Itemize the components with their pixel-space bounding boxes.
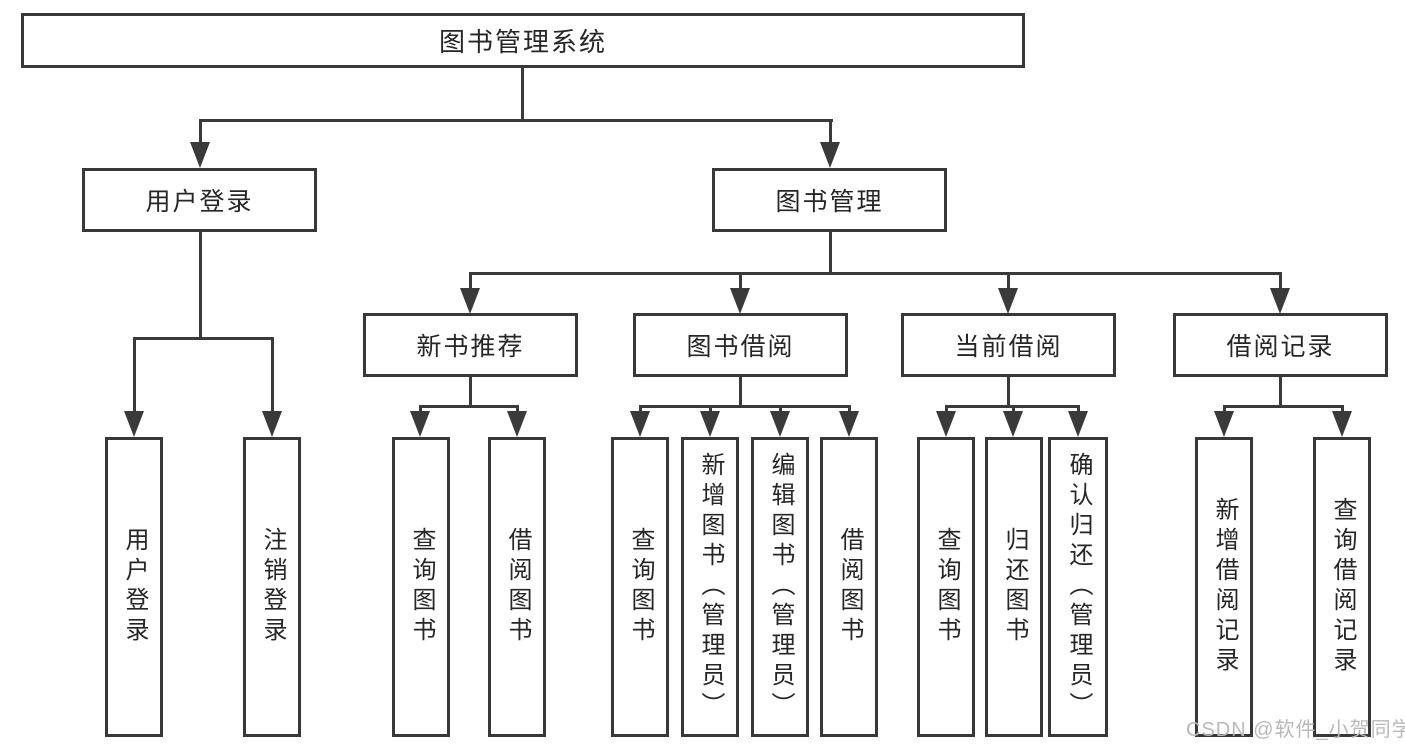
connector-line	[1279, 272, 1282, 290]
connector-line	[419, 405, 519, 408]
connector-line	[739, 377, 742, 405]
arrow-down-icon	[460, 288, 480, 314]
leaf-label: 查询借阅记录	[1329, 497, 1356, 677]
connector-line	[133, 337, 136, 413]
connector-line	[1223, 405, 1226, 415]
connector-line	[199, 232, 202, 337]
connector-line	[945, 405, 948, 415]
watermark: CSDN @软件_小贺同学	[1186, 719, 1405, 741]
connector-line	[829, 232, 832, 272]
arrow-down-icon	[770, 411, 790, 437]
connector-line	[639, 405, 642, 415]
arrow-down-icon	[1068, 411, 1088, 437]
leaf-query-books-recommend: 查询图书	[392, 437, 450, 737]
arrow-down-icon	[1332, 411, 1352, 437]
leaf-label: 用户登录	[121, 527, 148, 647]
arrow-down-icon	[410, 411, 430, 437]
connector-line	[739, 272, 742, 290]
node-user-login: 用户登录	[82, 168, 317, 232]
connector-line	[1007, 272, 1010, 290]
leaf-label: 查询图书	[627, 527, 654, 647]
leaf-label: 归还图书	[1001, 527, 1028, 647]
connector-line	[419, 405, 422, 415]
arrow-down-icon	[1270, 288, 1290, 314]
connector-line	[1077, 405, 1080, 415]
leaf-logout-login: 注销登录	[243, 437, 301, 737]
node-new-book-recommend: 新书推荐	[363, 313, 578, 377]
leaf-add-book-admin: 新增图书（管理员）	[681, 437, 739, 737]
arrow-down-icon	[700, 411, 720, 437]
leaf-label: 新增图书（管理员）	[697, 452, 724, 722]
leaf-user-login: 用户登录	[105, 437, 163, 737]
leaf-add-borrow-record: 新增借阅记录	[1195, 437, 1253, 737]
leaf-label: 借阅图书	[504, 527, 531, 647]
arrow-down-icon	[124, 411, 144, 437]
connector-line	[469, 272, 472, 290]
leaf-label: 查询图书	[933, 527, 960, 647]
arrow-down-icon	[1214, 411, 1234, 437]
connector-line	[199, 119, 833, 122]
connector-line	[1341, 405, 1344, 415]
connector-line	[271, 337, 274, 413]
leaf-label: 确认归还（管理员）	[1065, 452, 1092, 722]
connector-line	[1012, 405, 1015, 415]
arrow-down-icon	[630, 411, 650, 437]
node-book-management: 图书管理	[712, 168, 947, 232]
leaf-borrow-books-recommend: 借阅图书	[488, 437, 546, 737]
arrow-down-icon	[730, 288, 750, 314]
arrow-down-icon	[507, 411, 527, 437]
leaf-label: 新增借阅记录	[1211, 497, 1238, 677]
connector-line	[133, 337, 274, 340]
leaf-query-books-borrowing: 查询图书	[611, 437, 669, 737]
connector-line	[829, 119, 832, 146]
connector-line	[469, 272, 1282, 275]
leaf-query-books-current: 查询图书	[917, 437, 975, 737]
leaf-label: 注销登录	[259, 527, 286, 647]
arrow-down-icon	[262, 411, 282, 437]
node-borrowing-records: 借阅记录	[1173, 313, 1388, 377]
node-current-borrowing: 当前借阅	[901, 313, 1116, 377]
arrow-down-icon	[190, 142, 210, 168]
leaf-label: 编辑图书（管理员）	[767, 452, 794, 722]
leaf-label: 查询图书	[408, 527, 435, 647]
leaf-query-borrow-record: 查询借阅记录	[1313, 437, 1371, 737]
connector-line	[779, 405, 782, 415]
connector-line	[1279, 377, 1282, 405]
connector-line	[848, 405, 851, 415]
arrow-down-icon	[1003, 411, 1023, 437]
connector-line	[709, 405, 712, 415]
connector-line	[521, 68, 524, 119]
connector-line	[199, 119, 202, 146]
arrow-down-icon	[936, 411, 956, 437]
node-library-system: 图书管理系统	[21, 13, 1025, 68]
connector-line	[639, 405, 851, 408]
connector-line	[1223, 405, 1344, 408]
connector-line	[1007, 377, 1010, 405]
leaf-edit-book-admin: 编辑图书（管理员）	[751, 437, 809, 737]
node-book-borrowing: 图书借阅	[633, 313, 848, 377]
connector-line	[469, 377, 472, 405]
leaf-confirm-return-admin: 确认归还（管理员）	[1048, 437, 1108, 737]
leaf-borrow-books-borrowing: 借阅图书	[820, 437, 878, 737]
leaf-return-book: 归还图书	[985, 437, 1043, 737]
arrow-down-icon	[839, 411, 859, 437]
leaf-label: 借阅图书	[836, 527, 863, 647]
arrow-down-icon	[820, 142, 840, 168]
arrow-down-icon	[998, 288, 1018, 314]
connector-line	[516, 405, 519, 415]
